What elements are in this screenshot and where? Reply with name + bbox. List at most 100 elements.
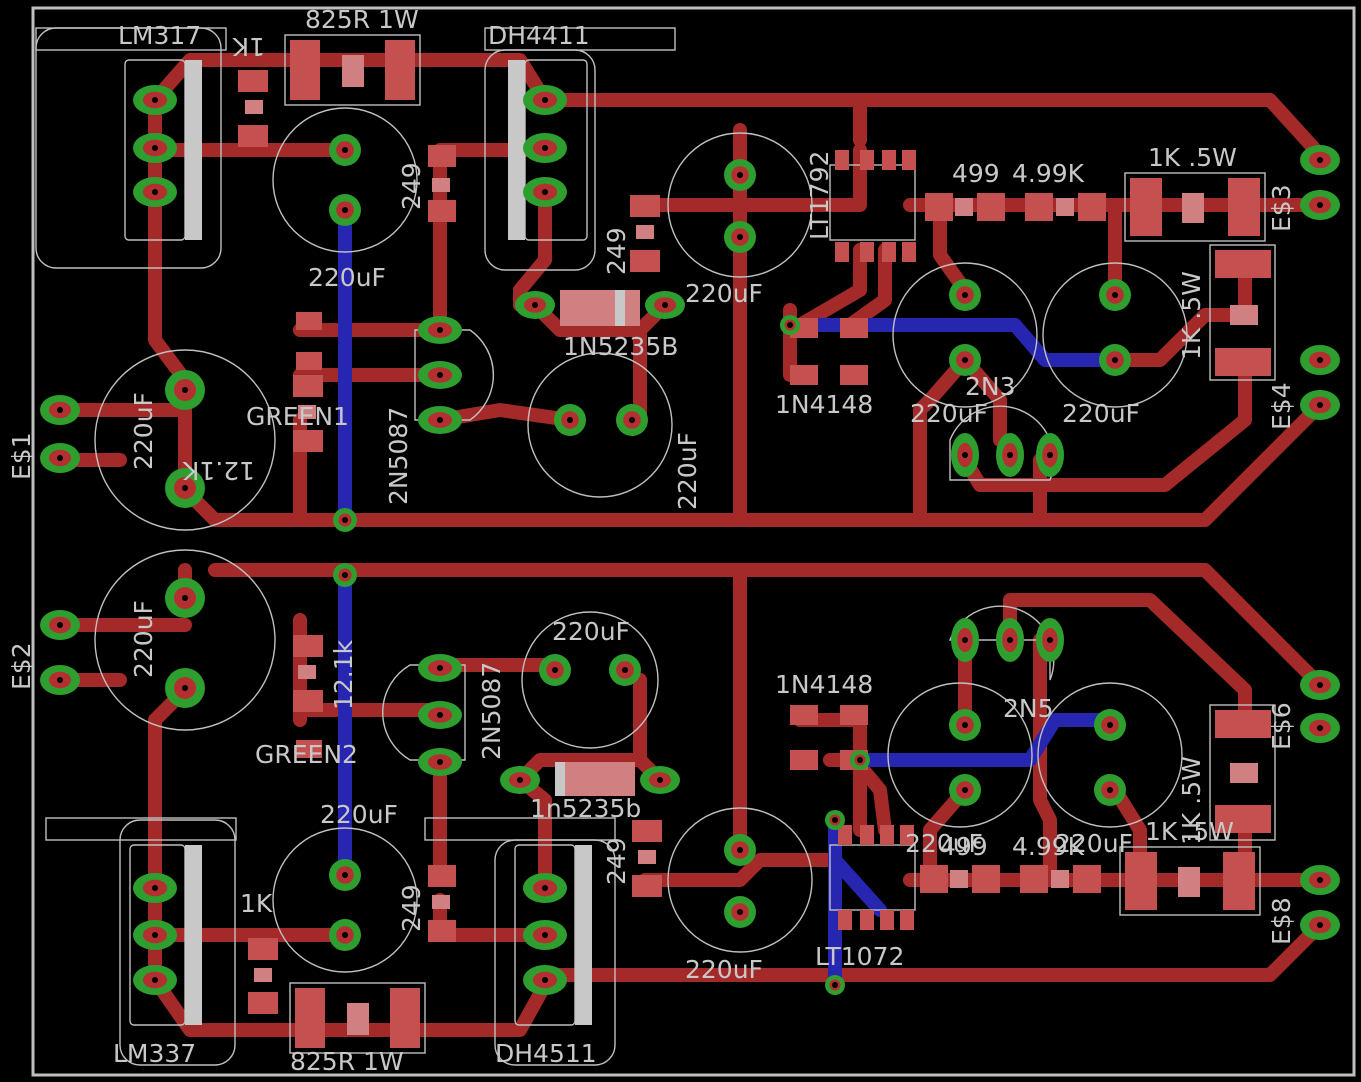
label-499-l: 499 <box>940 832 988 861</box>
label-121k-l: 12.1k <box>329 639 358 710</box>
drill-hole <box>1317 877 1323 883</box>
pads <box>40 85 1340 995</box>
label-220uf-u2: 220uF <box>685 279 763 308</box>
drill-hole <box>342 517 348 523</box>
drill-hole <box>437 372 443 378</box>
board-outline <box>31 6 1356 1077</box>
silkscreen <box>35 27 1276 1066</box>
label-2n5: 2N5 <box>1003 694 1054 723</box>
drill-hole <box>57 622 63 628</box>
drill-hole <box>1007 452 1013 458</box>
drill-hole <box>1317 357 1323 363</box>
label-es2: E$2 <box>7 642 36 690</box>
label-825r-bot: 825R 1W <box>290 1047 404 1076</box>
label-dh4411: DH4411 <box>488 21 590 50</box>
drill-hole <box>542 885 548 891</box>
labels: LM317 825R 1W 1K DH4411 220uF 249 249 22… <box>7 5 1296 1076</box>
label-220uf-l4: 220uF <box>685 955 763 984</box>
drill-hole <box>437 665 443 671</box>
label-220uf-u4: 220uF <box>1062 399 1140 428</box>
drill-hole <box>737 172 743 178</box>
drill-hole <box>517 777 523 783</box>
label-1k-l: 1K <box>240 889 273 918</box>
label-es1: E$1 <box>7 432 36 480</box>
label-220uf-l6: 220uF <box>1055 829 1133 858</box>
drill-hole <box>737 234 743 240</box>
label-green2: GREEN2 <box>255 740 358 769</box>
drill-hole <box>182 387 188 393</box>
drill-hole <box>57 677 63 683</box>
label-2n3: 2N3 <box>965 372 1016 401</box>
drill-hole <box>1317 202 1323 208</box>
label-lt1792: LT1792 <box>805 151 834 240</box>
drill-hole <box>1317 922 1323 928</box>
drill-hole <box>437 712 443 718</box>
label-2n5087-u: 2N5087 <box>384 407 413 505</box>
drill-hole <box>1317 682 1323 688</box>
drill-hole <box>57 407 63 413</box>
label-1k5w-lv: 1K .5W <box>1177 756 1206 845</box>
label-220uf-l1: 220uF <box>129 600 158 678</box>
label-1k5w-uv: 1K .5W <box>1177 271 1206 360</box>
drill-hole <box>1107 722 1113 728</box>
label-lm317: LM317 <box>118 21 201 50</box>
drill-hole <box>542 977 548 983</box>
label-249-l1: 249 <box>602 837 631 885</box>
label-1n5235b: 1N5235B <box>563 332 678 361</box>
drill-hole <box>787 322 793 328</box>
drill-hole <box>552 667 558 673</box>
drill-hole <box>437 759 443 765</box>
label-220uf-u5: 220uF <box>129 392 158 470</box>
drill-hole <box>962 722 968 728</box>
label-121k-u: 12.1K <box>182 456 255 485</box>
label-1n4148-l: 1N4148 <box>775 670 873 699</box>
drill-hole <box>1317 725 1323 731</box>
drill-hole <box>437 417 443 423</box>
drill-hole <box>182 685 188 691</box>
drill-hole <box>182 485 188 491</box>
drill-hole <box>1112 357 1118 363</box>
label-1k5w-l: 1K .5W <box>1145 817 1234 846</box>
label-4.99k-u: 4.99K <box>1012 159 1085 188</box>
drill-hole <box>962 452 968 458</box>
label-499-u: 499 <box>952 159 1000 188</box>
drill-hole <box>629 417 635 423</box>
drill-hole <box>182 595 188 601</box>
drill-hole <box>152 932 158 938</box>
drill-hole <box>57 455 63 461</box>
label-249-u1: 249 <box>397 162 426 210</box>
drill-hole <box>737 847 743 853</box>
drill-hole <box>1112 292 1118 298</box>
drill-hole <box>622 667 628 673</box>
drill-hole <box>1007 637 1013 643</box>
drill-hole <box>342 572 348 578</box>
label-1n5235b-l: 1n5235b <box>530 794 641 823</box>
drill-hole <box>152 977 158 983</box>
drill-hole <box>342 147 348 153</box>
drill-hole <box>832 817 838 823</box>
label-lm337: LM337 <box>113 1039 196 1068</box>
drill-hole <box>542 97 548 103</box>
drill-hole <box>152 145 158 151</box>
drill-hole <box>152 885 158 891</box>
label-es3: E$3 <box>1267 184 1296 232</box>
label-es6: E$6 <box>1267 702 1296 750</box>
label-es8: E$8 <box>1267 897 1296 945</box>
drill-hole <box>542 932 548 938</box>
drill-hole <box>962 637 968 643</box>
label-220uf-u6: 220uF <box>673 432 702 510</box>
drill-hole <box>542 145 548 151</box>
drill-hole <box>542 189 548 195</box>
drill-hole <box>532 302 538 308</box>
drill-hole <box>657 777 663 783</box>
label-249-u2: 249 <box>602 227 631 275</box>
drill-hole <box>152 97 158 103</box>
label-1k-top: 1K <box>232 32 265 61</box>
drill-hole <box>342 872 348 878</box>
drill-hole <box>152 189 158 195</box>
label-249-l2: 249 <box>397 884 426 932</box>
label-4.99k-l: 4.99K <box>1012 832 1085 861</box>
drill-hole <box>1317 157 1323 163</box>
label-dh4511: DH4511 <box>495 1039 597 1068</box>
